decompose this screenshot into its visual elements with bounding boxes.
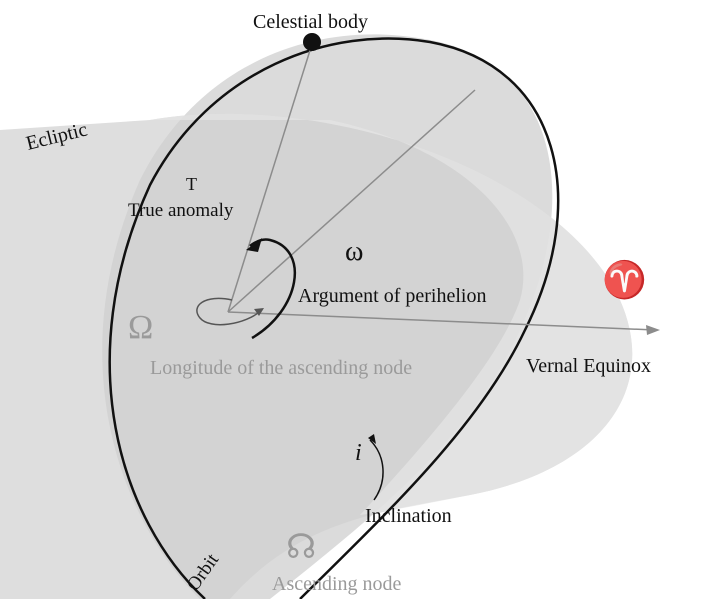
orbit-line bbox=[108, 37, 560, 599]
inclination-symbol: i bbox=[355, 440, 362, 466]
perihelion-line bbox=[227, 89, 476, 313]
longitude-arrowhead bbox=[254, 308, 264, 316]
true-anomaly-label: True anomaly bbox=[128, 200, 234, 221]
vernal-equinox-label: Vernal Equinox bbox=[526, 355, 651, 377]
argument-of-perihelion-label: Argument of perihelion bbox=[298, 285, 486, 307]
vernal-equinox-line bbox=[227, 311, 656, 331]
celestial-body-label: Celestial body bbox=[253, 11, 368, 33]
argument-arc bbox=[249, 238, 296, 340]
omega-symbol: ω bbox=[345, 236, 363, 267]
inclination-label: Inclination bbox=[365, 505, 452, 527]
vernal-equinox-arrowhead bbox=[646, 325, 660, 335]
ascending-node-symbol: ☊ bbox=[286, 529, 316, 566]
inclination-arrowhead bbox=[368, 434, 376, 444]
longitude-loop bbox=[196, 297, 263, 326]
ascending-node-label: Ascending node bbox=[272, 573, 402, 595]
argument-arrowhead bbox=[246, 238, 262, 252]
ecliptic-overlay bbox=[150, 113, 633, 515]
true-anomaly-symbol: T bbox=[186, 174, 197, 194]
longitude-ascending-node-label: Longitude of the ascending node bbox=[150, 357, 412, 379]
Omega-symbol: Ω bbox=[128, 309, 153, 346]
inclination-arc bbox=[369, 439, 384, 501]
body-radius-line bbox=[227, 43, 313, 313]
celestial-body-dot bbox=[303, 33, 321, 51]
aries-symbol: ♈ bbox=[602, 259, 647, 300]
